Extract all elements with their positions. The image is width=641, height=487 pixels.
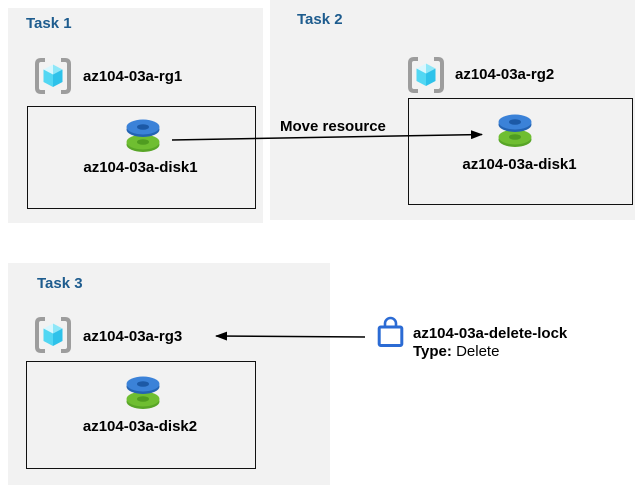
task-2-title: Task 2 <box>297 11 343 28</box>
task-2-panel <box>270 0 635 220</box>
resource-box <box>408 98 633 205</box>
disk-label: az104-03a-disk1 <box>83 159 198 176</box>
task-1-title: Task 1 <box>26 15 72 32</box>
task-3-panel <box>8 263 330 485</box>
resource-group-icon <box>408 57 444 93</box>
resource-group-label: az104-03a-rg1 <box>83 68 183 85</box>
lock-type-value: Delete <box>456 343 500 360</box>
task-3-title: Task 3 <box>37 275 83 292</box>
task-1-panel <box>8 8 263 223</box>
lock-icon <box>377 316 404 347</box>
lock-type-key: Type: <box>413 343 452 360</box>
lock-name-label: az104-03a-delete-lock <box>413 325 568 342</box>
resource-box <box>26 361 256 469</box>
resource-box <box>27 106 256 209</box>
resource-group-icon <box>35 317 71 353</box>
resource-group-icon <box>35 58 71 94</box>
disk-label: az104-03a-disk1 <box>462 156 577 173</box>
disk-icon <box>126 119 160 152</box>
lock-type-label: Type: Delete <box>413 343 499 360</box>
resource-group-label: az104-03a-rg2 <box>455 66 555 83</box>
resource-group-label: az104-03a-rg3 <box>83 328 183 345</box>
disk-icon <box>498 114 532 147</box>
disk-icon <box>126 376 160 409</box>
move-resource-label: Move resource <box>280 118 386 135</box>
disk-label: az104-03a-disk2 <box>82 418 198 435</box>
